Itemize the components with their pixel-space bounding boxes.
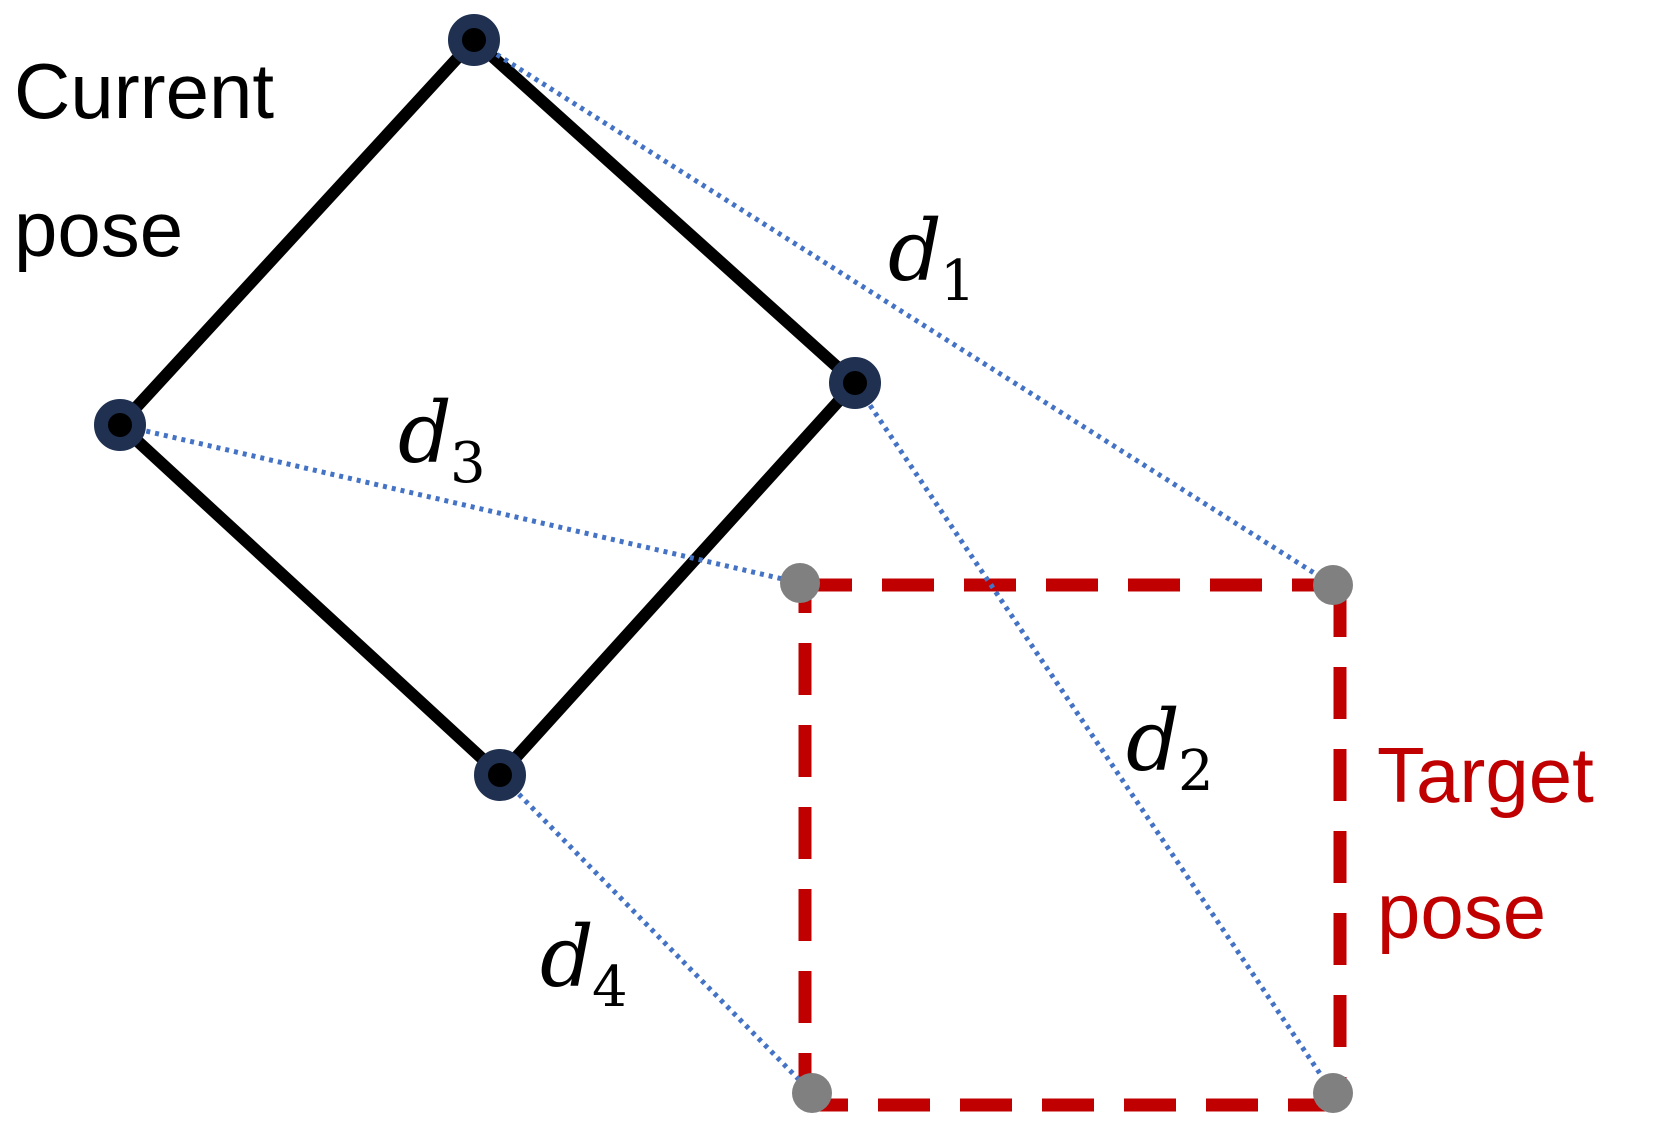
distance-label-d4: d 4: [540, 908, 628, 1020]
distance-label-d1: d 1: [888, 202, 976, 314]
target-vertex-bottom-left: [792, 1073, 832, 1113]
current-vertex-right: [829, 357, 881, 409]
current-pose-label-line2: pose: [14, 185, 183, 273]
distance-lines: [119, 37, 1336, 1095]
target-pose-label-line2: pose: [1377, 867, 1546, 955]
distance-label-d4-symbol: d: [540, 908, 594, 1006]
current-vertex-left: [94, 399, 146, 451]
distance-line-d2: [852, 381, 1336, 1095]
current-pose-outline: [114, 34, 861, 781]
distance-label-d3-symbol: d: [398, 384, 452, 482]
current-pose-square: [114, 34, 861, 781]
target-pose-square: [798, 578, 1347, 1112]
target-vertex-top-right: [1313, 565, 1353, 605]
distance-label-d2-subscript: 2: [1178, 739, 1214, 804]
distance-label-d1-symbol: d: [888, 202, 942, 300]
current-pose-vertices: [94, 14, 881, 801]
current-pose-label-line1: Current: [14, 47, 274, 135]
target-pose-label: Target pose: [1377, 731, 1594, 955]
distance-label-d4-subscript: 4: [592, 955, 628, 1020]
target-vertex-top-left: [780, 563, 820, 603]
distance-line-d1: [472, 37, 1335, 588]
target-pose-vertices: [780, 563, 1353, 1113]
distance-line-d4: [498, 773, 814, 1095]
current-vertex-top: [448, 14, 500, 66]
distance-label-d3-subscript: 3: [450, 431, 486, 496]
target-pose-label-line1: Target: [1377, 731, 1594, 819]
current-pose-label: Current pose: [14, 47, 274, 273]
current-vertex-bottom: [474, 749, 526, 801]
distance-label-d2: d 2: [1126, 692, 1214, 804]
distance-label-d3: d 3: [398, 384, 486, 496]
distance-label-d1-subscript: 1: [940, 249, 976, 314]
distance-label-d2-symbol: d: [1126, 692, 1180, 790]
target-vertex-bottom-right: [1313, 1073, 1353, 1113]
